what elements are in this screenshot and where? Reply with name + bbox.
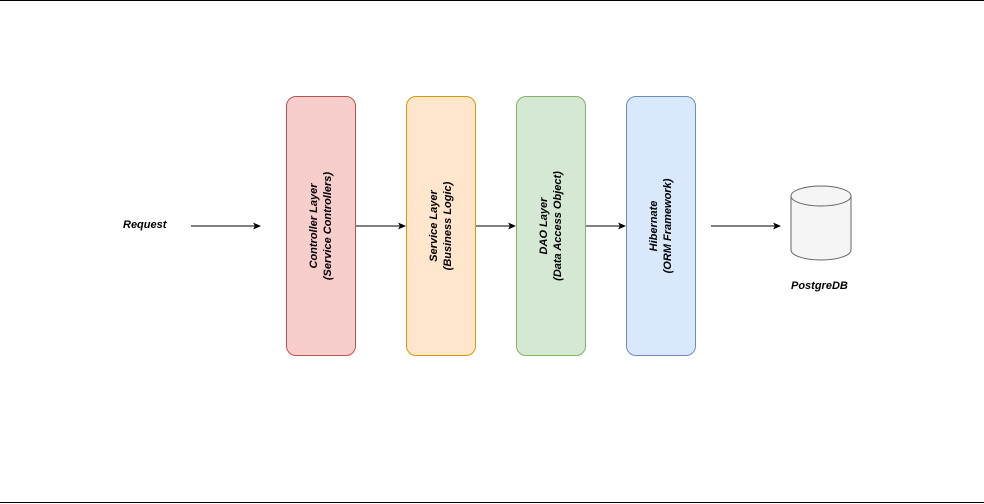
controller-layer-subtitle: (Service Controllers) bbox=[322, 171, 334, 281]
controller-layer-text: Controller Layer (Service Controllers) bbox=[307, 101, 335, 351]
database-cylinder-icon bbox=[790, 185, 852, 261]
service-layer-title: Service Layer bbox=[428, 190, 440, 262]
controller-layer-box: Controller Layer (Service Controllers) bbox=[286, 96, 356, 356]
hibernate-layer-text: Hibernate (ORM Framework) bbox=[647, 101, 675, 351]
hibernate-layer-box: Hibernate (ORM Framework) bbox=[626, 96, 696, 356]
dao-layer-box: DAO Layer (Data Access Object) bbox=[516, 96, 586, 356]
service-layer-subtitle: (Business Logic) bbox=[442, 181, 454, 271]
hibernate-layer-title: Hibernate bbox=[648, 200, 660, 252]
service-layer-text: Service Layer (Business Logic) bbox=[427, 101, 455, 351]
top-border-line bbox=[0, 0, 984, 1]
dao-layer-subtitle: (Data Access Object) bbox=[552, 171, 564, 281]
database-label: PostgreDB bbox=[791, 280, 848, 292]
bottom-border-line bbox=[0, 502, 984, 503]
controller-layer-title: Controller Layer bbox=[308, 183, 320, 269]
service-layer-box: Service Layer (Business Logic) bbox=[406, 96, 476, 356]
dao-layer-title: DAO Layer bbox=[538, 197, 550, 255]
request-label: Request bbox=[123, 219, 167, 231]
hibernate-layer-subtitle: (ORM Framework) bbox=[662, 178, 674, 274]
dao-layer-text: DAO Layer (Data Access Object) bbox=[537, 101, 565, 351]
